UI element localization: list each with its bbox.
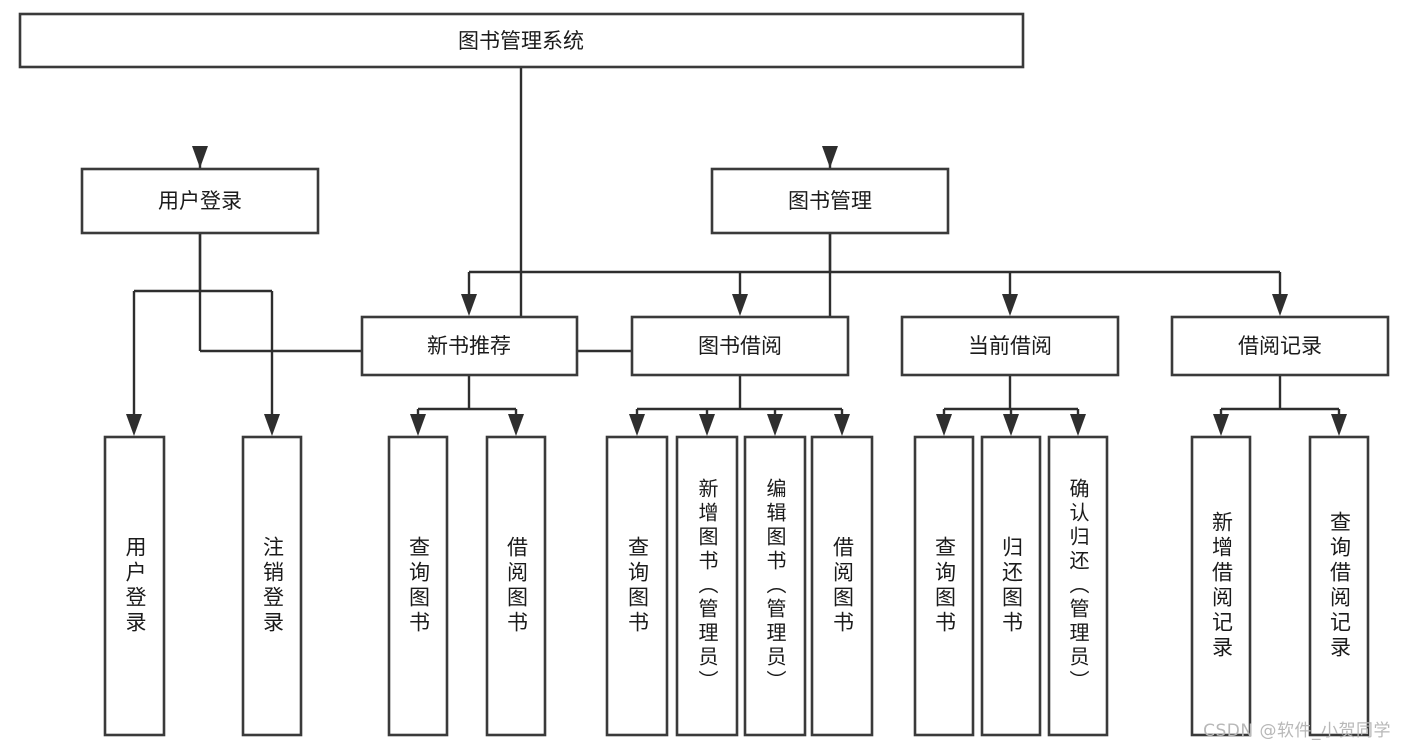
leaf-query-book-1-box[interactable] xyxy=(387,435,449,737)
arrowhead-user-login xyxy=(192,146,208,168)
root-label: 图书管理系统 xyxy=(458,29,584,53)
node-current-borrow[interactable]: 当前借阅 xyxy=(900,315,1120,377)
leaf-confirm-return-box[interactable] xyxy=(1047,435,1109,737)
current-borrow-label: 当前借阅 xyxy=(968,334,1052,358)
leaf-logout-box[interactable] xyxy=(241,435,303,737)
leaf-edit-book-box[interactable] xyxy=(743,435,807,737)
new-book-rec-label: 新书推荐 xyxy=(427,334,511,358)
book-manage-label: 图书管理 xyxy=(788,189,872,213)
arrowhead-leaf-borrow-book-1 xyxy=(508,414,524,436)
arrowhead-new-book-rec xyxy=(461,294,477,316)
arrowhead-leaf-user-login xyxy=(126,414,142,436)
leaf-return-book-box[interactable] xyxy=(980,435,1042,737)
arrowhead-leaf-add-record xyxy=(1213,414,1229,436)
book-borrow-label: 图书借阅 xyxy=(698,334,782,358)
new-book-rec-box[interactable] xyxy=(360,315,579,377)
borrow-record-box[interactable] xyxy=(1170,315,1390,377)
node-leaf-add-book[interactable] xyxy=(675,435,739,737)
node-leaf-return-book[interactable] xyxy=(980,435,1042,737)
node-leaf-user-login[interactable] xyxy=(103,435,166,737)
leaf-query-book-2-box[interactable] xyxy=(605,435,669,737)
arrowhead-leaf-query-book-1 xyxy=(410,414,426,436)
node-leaf-borrow-book-1[interactable] xyxy=(485,435,547,737)
node-leaf-edit-book[interactable] xyxy=(743,435,807,737)
user-login-label: 用户登录 xyxy=(158,189,242,213)
node-leaf-query-book-3[interactable] xyxy=(913,435,975,737)
arrowhead-current-borrow xyxy=(1002,294,1018,316)
node-new-book-rec[interactable]: 新书推荐 xyxy=(360,315,579,377)
arrowhead-leaf-borrow-book-2 xyxy=(834,414,850,436)
current-borrow-box[interactable] xyxy=(900,315,1120,377)
leaf-query-book-3-box[interactable] xyxy=(913,435,975,737)
connector-layer xyxy=(126,67,1347,436)
node-leaf-confirm-return[interactable] xyxy=(1047,435,1109,737)
arrowhead-book-borrow xyxy=(732,294,748,316)
arrowhead-book-manage xyxy=(822,146,838,168)
node-book-manage[interactable]: 图书管理 xyxy=(710,167,950,235)
arrowhead-leaf-add-book xyxy=(699,414,715,436)
node-leaf-query-record[interactable] xyxy=(1308,435,1370,737)
node-user-login[interactable]: 用户登录 xyxy=(80,167,320,235)
arrowhead-leaf-query-record xyxy=(1331,414,1347,436)
arrowhead-leaf-logout xyxy=(264,414,280,436)
node-leaf-query-book-1[interactable] xyxy=(387,435,449,737)
arrowhead-leaf-query-book-2 xyxy=(629,414,645,436)
leaf-user-login-box[interactable] xyxy=(103,435,166,737)
node-leaf-logout[interactable] xyxy=(241,435,303,737)
arrowhead-borrow-record xyxy=(1272,294,1288,316)
node-leaf-add-record[interactable] xyxy=(1190,435,1252,737)
leaf-add-record-box[interactable] xyxy=(1190,435,1252,737)
book-manage-box[interactable] xyxy=(710,167,950,235)
node-leaf-borrow-book-2[interactable] xyxy=(810,435,874,737)
user-login-box[interactable] xyxy=(80,167,320,235)
borrow-record-label: 借阅记录 xyxy=(1238,334,1322,358)
leaf-query-record-box[interactable] xyxy=(1308,435,1370,737)
node-borrow-record[interactable]: 借阅记录 xyxy=(1170,315,1390,377)
arrowhead-leaf-edit-book xyxy=(767,414,783,436)
leaf-borrow-book-1-box[interactable] xyxy=(485,435,547,737)
arrowhead-leaf-confirm-return xyxy=(1070,414,1086,436)
arrowhead-leaf-return-book xyxy=(1003,414,1019,436)
watermark-text: CSDN @软件_小贺同学 xyxy=(1203,721,1391,741)
arrowhead-leaf-query-book-3 xyxy=(936,414,952,436)
book-borrow-box[interactable] xyxy=(630,315,850,377)
node-root[interactable]: 图书管理系统 xyxy=(18,12,1025,69)
root-box[interactable] xyxy=(18,12,1025,69)
node-book-borrow[interactable]: 图书借阅 xyxy=(630,315,850,377)
leaf-borrow-book-2-box[interactable] xyxy=(810,435,874,737)
leaf-add-book-box[interactable] xyxy=(675,435,739,737)
node-leaf-query-book-2[interactable] xyxy=(605,435,669,737)
